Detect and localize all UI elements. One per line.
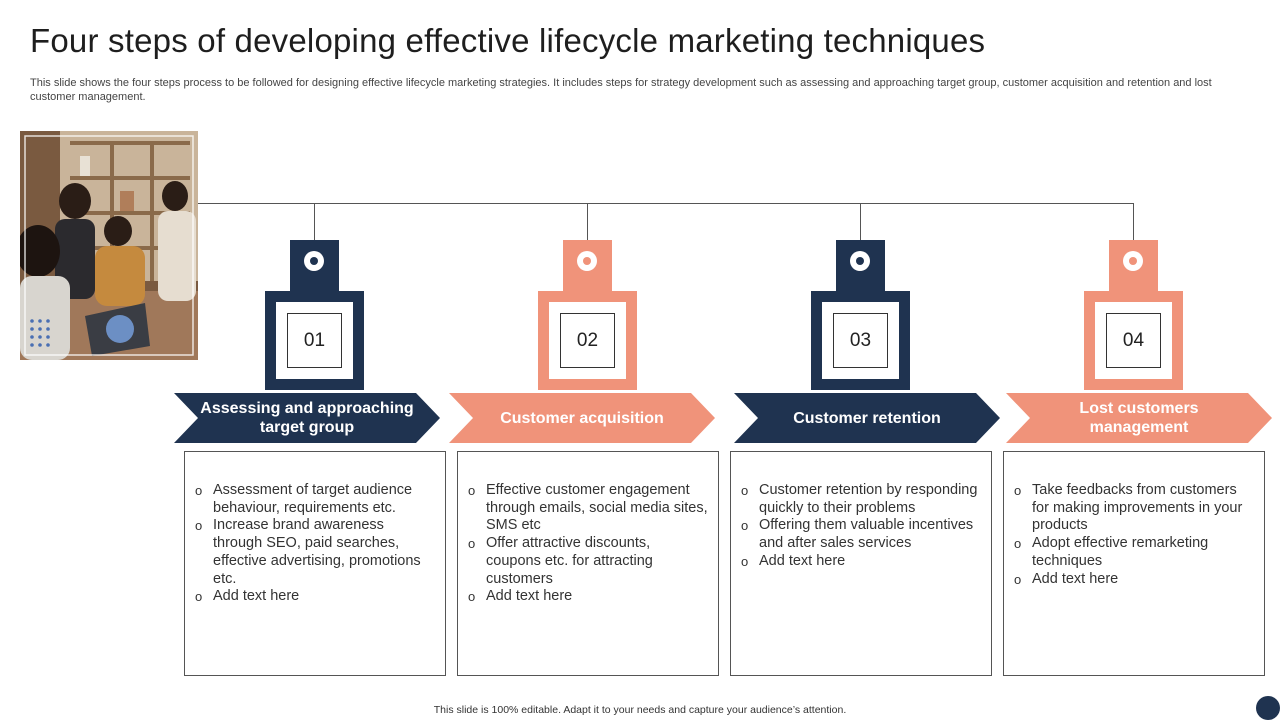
- hole-icon: [304, 251, 324, 271]
- step-2-number: 02: [560, 313, 615, 368]
- connector-drop-2: [587, 203, 588, 253]
- step-1-tag: 01: [265, 291, 364, 390]
- bullet-icon: o: [195, 483, 203, 498]
- bullet-icon: o: [1014, 483, 1022, 498]
- step-2-tag-top: [563, 240, 612, 292]
- bullet-icon: o: [195, 589, 203, 605]
- connector-drop-4: [1133, 203, 1134, 253]
- connector-line: [198, 203, 1134, 204]
- step-1-tag-top: [290, 240, 339, 292]
- step-4-tag: 04: [1084, 291, 1183, 390]
- slide-footer: This slide is 100% editable. Adapt it to…: [433, 704, 847, 716]
- bullet-icon: o: [1014, 536, 1022, 552]
- connector-drop-1: [314, 203, 315, 253]
- step-1-header: Assessing and approaching target group: [174, 393, 440, 443]
- step-2-tag: 02: [538, 291, 637, 390]
- hole-icon: [577, 251, 597, 271]
- step-1-number: 01: [287, 313, 342, 368]
- connector-drop-3: [860, 203, 861, 253]
- step-3-tag: 03: [811, 291, 910, 390]
- step-3-number: 03: [833, 313, 888, 368]
- bullet-icon: o: [741, 518, 749, 534]
- step-3-tag-top: [836, 240, 885, 292]
- slide-title: Four steps of developing effective lifec…: [30, 22, 986, 59]
- step-4-number: 04: [1106, 313, 1161, 368]
- step-4-header: Lost customers management: [1006, 393, 1272, 443]
- slide-subtitle: This slide shows the four steps process …: [30, 77, 1212, 103]
- team-meeting-photo: [20, 131, 198, 360]
- hole-icon: [1123, 251, 1143, 271]
- step-2-header: Customer acquisition: [449, 393, 715, 443]
- step-3-header: Customer retention: [734, 393, 1000, 443]
- bullet-icon: o: [741, 553, 749, 569]
- hole-icon: [850, 251, 870, 271]
- bullet-icon: o: [195, 518, 203, 534]
- bullet-icon: o: [1014, 571, 1022, 587]
- bullet-icon: o: [468, 483, 476, 498]
- step-4-tag-top: [1109, 240, 1158, 292]
- bullet-icon: o: [468, 536, 476, 552]
- page-indicator-icon[interactable]: [1256, 696, 1280, 720]
- bullet-icon: o: [741, 483, 749, 498]
- bullet-icon: o: [468, 589, 476, 605]
